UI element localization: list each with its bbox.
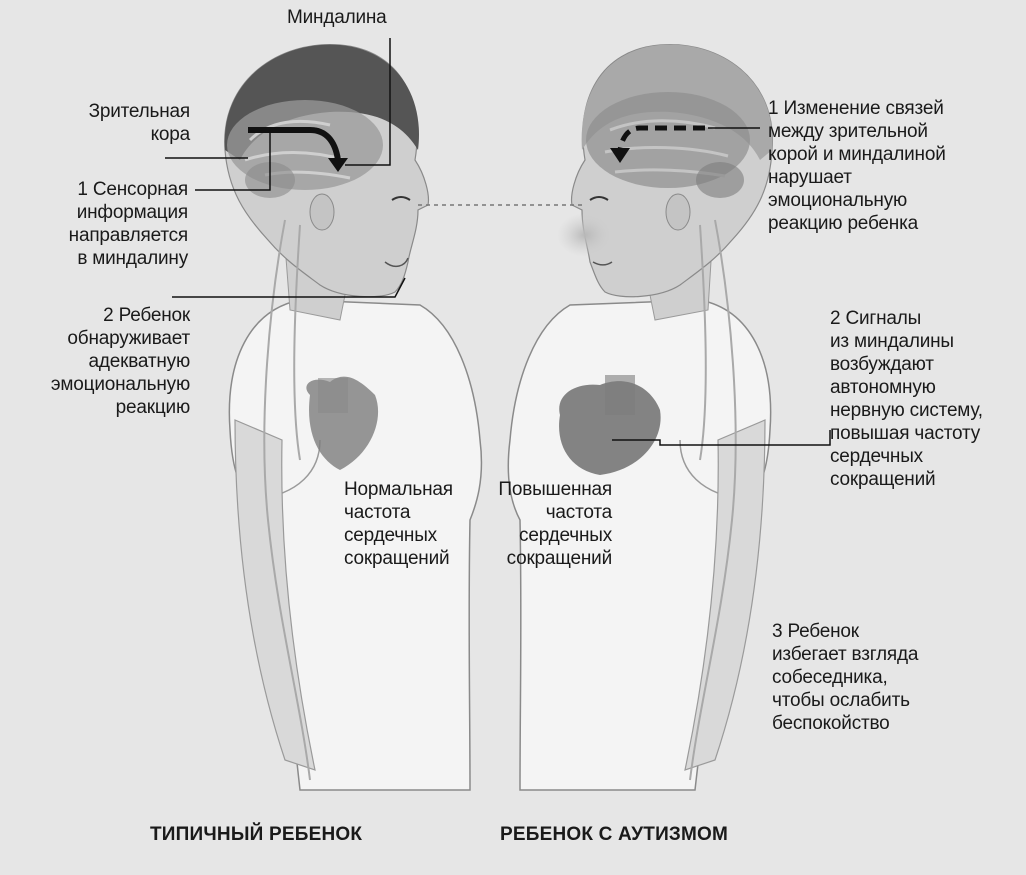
normal-heart-rate-label: Нормальная частота сердечных сокращений [344, 478, 453, 570]
sensory-info-label: 1 Сенсорная информация направляется в ми… [20, 178, 188, 270]
adequate-reaction-label: 2 Ребенок обнаруживает адекватную эмоцио… [10, 304, 190, 419]
amygdala-label: Миндалина [287, 6, 387, 29]
autistic-child-caption: РЕБЕНОК С АУТИЗМОМ [500, 824, 728, 846]
visual-cortex-label: Зрительная кора [30, 100, 190, 146]
gaze-avoidance-label: 3 Ребенок избегает взгляда собеседника, … [772, 620, 918, 735]
elevated-heart-rate-label: Повышенная частота сердечных сокращений [480, 478, 612, 570]
autistic-child-figure [508, 45, 772, 790]
connectivity-change-label: 1 Изменение связей между зрительной коро… [768, 97, 946, 235]
amygdala-signals-label: 2 Сигналы из миндалины возбуждают автоно… [830, 307, 983, 491]
typical-child-figure [225, 45, 482, 790]
typical-child-caption: ТИПИЧНЫЙ РЕБЕНОК [150, 824, 362, 846]
